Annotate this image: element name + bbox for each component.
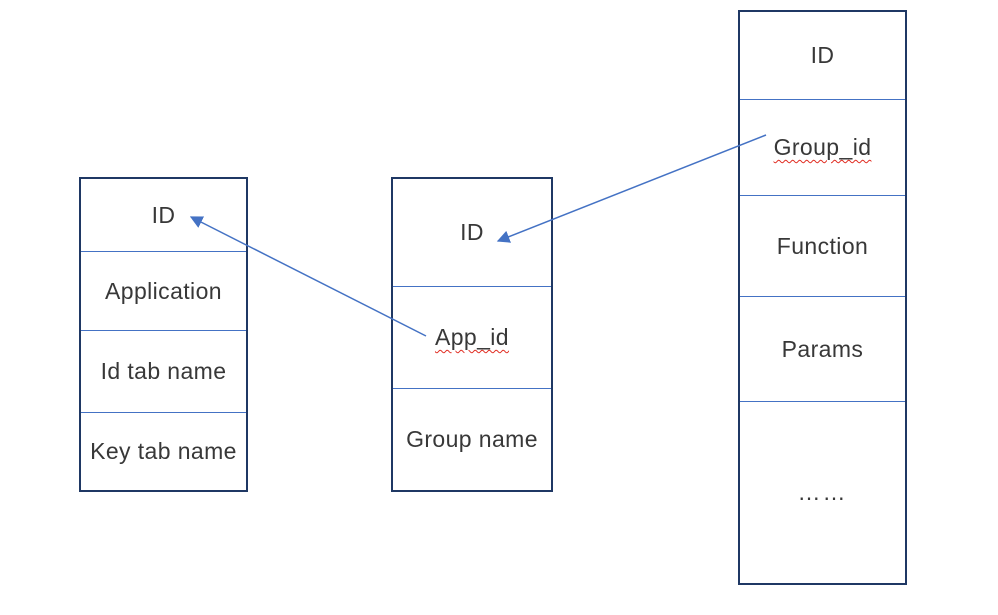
table-row-group-id: Group_id — [740, 99, 905, 195]
table-row-application: Application — [81, 251, 246, 330]
table-row-key-tab-name: Key tab name — [81, 412, 246, 490]
application-table: ID Application Id tab name Key tab name — [79, 177, 248, 492]
field-label-ellipsis: …… — [797, 479, 848, 505]
field-label-group-id: Group_id — [773, 134, 872, 160]
field-label-params: Params — [781, 335, 864, 362]
field-label-id: ID — [810, 42, 835, 68]
table-row-id-tab-name: Id tab name — [81, 330, 246, 412]
field-label-key-tab-name: Key tab name — [90, 438, 237, 464]
table-row-id: ID — [740, 12, 905, 99]
group-table: ID App_id Group name — [391, 177, 553, 492]
field-label-id: ID — [460, 219, 484, 245]
field-label-function: Function — [776, 232, 869, 259]
table-row-app-id: App_id — [393, 286, 551, 388]
table-row-function: Function — [740, 195, 905, 296]
field-label-application: Application — [105, 277, 222, 304]
field-label-id-tab-name: Id tab name — [100, 358, 227, 384]
field-label-app-id: App_id — [434, 324, 510, 350]
table-row-params: Params — [740, 296, 905, 401]
table-row-id: ID — [81, 179, 246, 251]
function-table: ID Group_id Function Params …… — [738, 10, 907, 585]
field-label-id: ID — [151, 201, 176, 228]
table-row-ellipsis: …… — [740, 401, 905, 583]
table-row-group-name: Group name — [393, 388, 551, 490]
table-row-id: ID — [393, 179, 551, 286]
field-label-group-name: Group name — [406, 426, 538, 452]
